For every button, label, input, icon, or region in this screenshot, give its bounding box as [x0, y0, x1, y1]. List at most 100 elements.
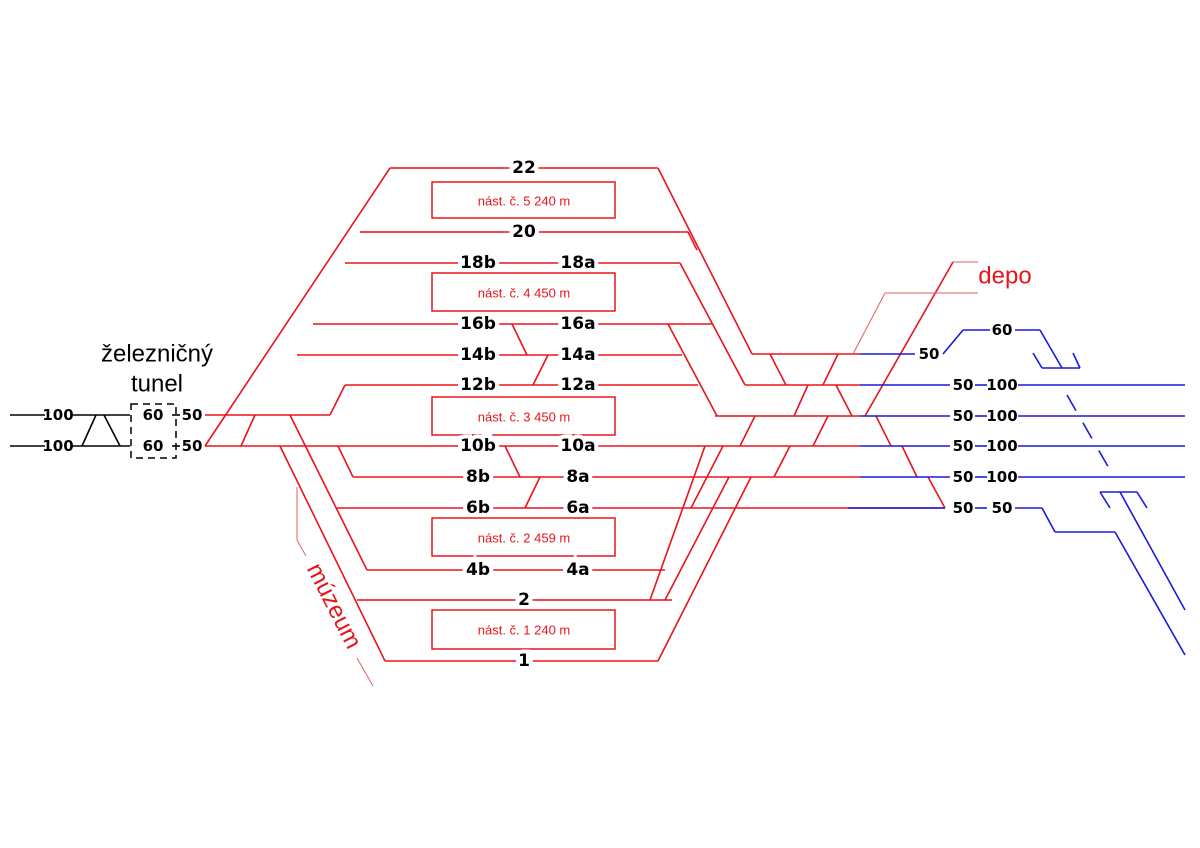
speed-entry-lower: 50: [182, 437, 203, 455]
station-track-segment-40: [901, 445, 918, 478]
siding-segment-5: [356, 657, 374, 687]
station-track-segment-20: [532, 354, 549, 386]
track-number-22: 22: [512, 158, 536, 178]
platform-4-label: nást. č. 4 450 m: [478, 286, 571, 301]
track-number-16b: 16b: [460, 314, 496, 334]
tunnel-label-line2: tunel: [131, 371, 183, 398]
station-track-segment-17: [279, 445, 386, 662]
tunnel-track-segment-4: [81, 414, 97, 447]
track-number-10b: 10b: [460, 436, 496, 456]
track-number-4a: 4a: [566, 560, 589, 580]
station-track-segment-34: [864, 261, 954, 417]
platform-5: [431, 181, 616, 219]
track-number-20: 20: [512, 222, 536, 242]
siding-segment-4: [296, 539, 307, 557]
depot-label: depo: [978, 263, 1031, 290]
track-number-4b: 4b: [466, 560, 490, 580]
station-track-segment-14: [204, 167, 391, 447]
outer-track-segment-28: [1136, 491, 1148, 509]
station-track-segment-26: [667, 323, 718, 417]
tunnel-label-line1: železničný: [101, 341, 213, 368]
platform-2-label: nást. č. 2 459 m: [478, 531, 571, 546]
station-track-segment-16: [289, 414, 368, 571]
track-number-6a: 6a: [566, 498, 589, 518]
speed-outer-upper: 100: [42, 406, 73, 424]
outer-track-dashed-segment-0: [1066, 394, 1111, 471]
track-number-16a: 16a: [560, 314, 595, 334]
platform-5-label: nást. č. 5 240 m: [478, 194, 571, 209]
outer-track-segment-23: [1041, 507, 1056, 533]
speed-r3-a: 50: [953, 437, 974, 455]
speed-outer-lower: 100: [42, 437, 73, 455]
station-track-segment-24: [687, 231, 698, 251]
tunnel-track-segment-5: [103, 414, 121, 447]
speed-r2-a: 50: [953, 407, 974, 425]
outer-track-segment-29: [1119, 491, 1186, 611]
track-number-18a: 18a: [560, 253, 595, 273]
speed-entry-upper: 50: [182, 406, 203, 424]
track-number-8b: 8b: [466, 467, 490, 487]
station-track-segment-35: [739, 415, 756, 447]
siding-segment-0: [852, 292, 886, 355]
station-track-segment-44: [927, 476, 946, 509]
outer-track-segment-1: [942, 329, 964, 355]
outer-track-segment-25: [1114, 531, 1186, 656]
track-number-2: 2: [518, 590, 530, 610]
station-track-segment-31: [822, 353, 839, 386]
station-track-segment-39: [773, 445, 791, 478]
station-track-segment-32: [793, 384, 809, 417]
speed-r5-a: 50: [953, 499, 974, 517]
speed-r3-b: 100: [986, 437, 1017, 455]
speed-r2-b: 100: [986, 407, 1017, 425]
station-track-segment-30: [769, 353, 787, 386]
track-number-18b: 18b: [460, 253, 496, 273]
platform-3: [431, 396, 616, 436]
station-track-segment-7: [329, 384, 346, 416]
speed-tunnel-lower: 60: [143, 437, 164, 455]
outer-track-segment-4: [1039, 329, 1063, 369]
outer-track-segment-7: [1072, 352, 1081, 369]
speed-tunnel-upper: 60: [143, 406, 164, 424]
station-track-segment-18: [337, 445, 354, 478]
outer-track-segment-26: [1099, 491, 1111, 509]
platform-1-label: nást. č. 1 240 m: [478, 623, 571, 638]
station-track-segment-19: [511, 323, 528, 356]
station-track-segment-43: [657, 476, 752, 662]
platform-1: [431, 609, 616, 650]
station-track-segment-41: [649, 445, 706, 601]
track-number-10a: 10a: [560, 436, 595, 456]
outer-track-segment-5: [1032, 352, 1043, 369]
speed-r5-b: 50: [992, 499, 1013, 517]
station-track-segment-15: [240, 414, 256, 447]
station-track-segment-23: [657, 167, 753, 355]
speed-r1-b: 100: [986, 376, 1017, 394]
station-track-segment-21: [504, 445, 521, 478]
station-track-segment-37: [875, 415, 892, 447]
speed-r0-a: 50: [919, 345, 940, 363]
track-number-6b: 6b: [466, 498, 490, 518]
platform-2: [431, 517, 616, 557]
station-track-segment-25: [679, 262, 746, 386]
track-number-14b: 14b: [460, 345, 496, 365]
station-track-segment-38: [690, 445, 724, 509]
track-number-12a: 12a: [560, 375, 595, 395]
platform-4: [431, 272, 616, 312]
track-number-1: 1: [518, 651, 530, 671]
track-number-12b: 12b: [460, 375, 496, 395]
station-track-segment-22: [524, 476, 541, 509]
speed-r4-a: 50: [953, 468, 974, 486]
track-number-8a: 8a: [566, 467, 589, 487]
museum-label: múzeum: [301, 559, 367, 653]
platforms: nást. č. 5 240 m nást. č. 4 450 m nást. …: [431, 181, 616, 650]
station-track-segment-36: [812, 415, 829, 447]
station-track-segment-42: [664, 476, 730, 601]
speed-r4-b: 100: [986, 468, 1017, 486]
speed-r0-b: 60: [992, 321, 1013, 339]
speed-r1-a: 50: [953, 376, 974, 394]
track-number-14a: 14a: [560, 345, 595, 365]
platform-3-label: nást. č. 3 450 m: [478, 410, 571, 425]
tunnel-box: [130, 403, 177, 459]
